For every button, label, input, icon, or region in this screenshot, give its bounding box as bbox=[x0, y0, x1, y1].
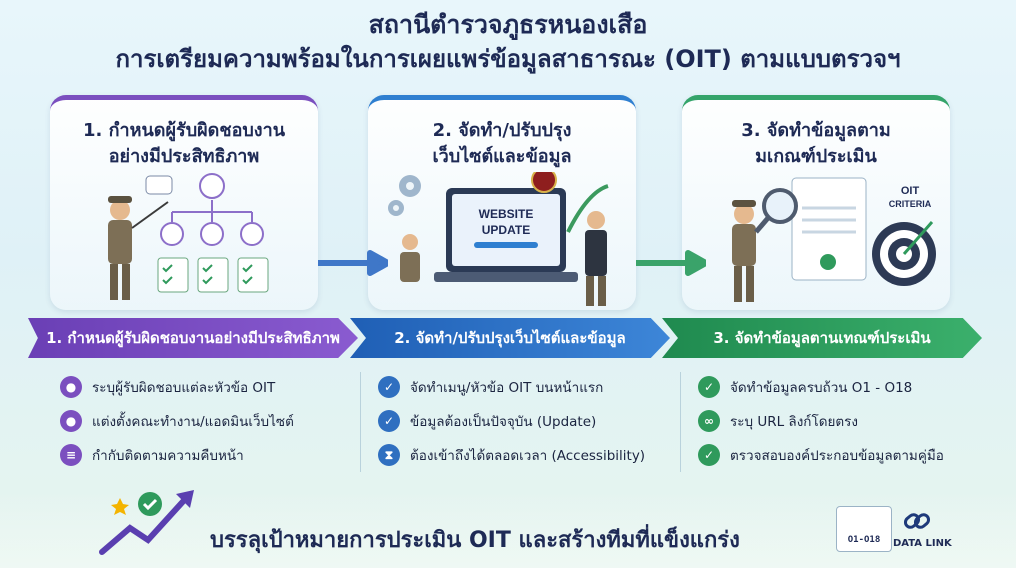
flow-arrow-icon bbox=[636, 250, 706, 276]
panel-title: 3. จัดทำข้อมูลตาม มเกณฑ์ประเมิน bbox=[682, 118, 950, 170]
page-subtitle: การเตรียมความพร้อมในการเผยแพร่ข้อมูลสาธา… bbox=[115, 45, 901, 73]
criteria-line1: OIT bbox=[901, 185, 920, 197]
org-chart-head bbox=[199, 173, 225, 199]
footer-goal-text: บรรลุเป้าหมายการประเมิน OIT และสร้างทีมท… bbox=[210, 528, 740, 553]
panel-title-line2: เว็บไซต์และข้อมูล bbox=[432, 146, 572, 167]
panel-criteria-data: 3. จัดทำข้อมูลตาม มเกณฑ์ประเมิน OIT CRIT… bbox=[682, 95, 950, 310]
list-icon: ≡ bbox=[60, 444, 82, 466]
group-icon: ● bbox=[60, 410, 82, 432]
hourglass-icon: ⧗ bbox=[378, 444, 400, 466]
star-icon bbox=[111, 498, 129, 515]
document-icon: O1-O18 bbox=[836, 506, 892, 552]
person-icon: ● bbox=[60, 376, 82, 398]
step-banner-1: 1. กำหนดผู้รับผิดชอบงานอย่างมีประสิทธิภา… bbox=[28, 318, 358, 358]
step-2-list: ✓ จัดทำเมนู/หัวข้อ OIT บนหน้าแรก ✓ ข้อมู… bbox=[378, 370, 645, 472]
criteria-illustration: OIT CRITERIA bbox=[732, 177, 936, 302]
police-badge-icon bbox=[531, 172, 557, 193]
panel-title-line1: 1. กำหนดผู้รับผิดชอบงาน bbox=[82, 120, 286, 141]
list-item-text: จัดทำเมนู/หัวข้อ OIT บนหน้าแรก bbox=[410, 380, 604, 396]
screen-line1: WEBSITE bbox=[479, 207, 534, 221]
list-item-text: แต่งตั้งคณะทำงาน/แอดมินเว็บไซต์ bbox=[92, 414, 294, 430]
panel-title-line1: 3. จัดทำข้อมูลตาม bbox=[741, 120, 891, 141]
document-icon bbox=[791, 177, 867, 281]
page-title: สถานีตำรวจภูธรหนองเสือ bbox=[368, 10, 648, 39]
panel-title-line1: 2. จัดทำ/ปรับปรุง bbox=[432, 120, 572, 141]
panel-title: 1. กำหนดผู้รับผิดชอบงาน อย่างมีประสิทธิภ… bbox=[50, 118, 318, 170]
check-badge-icon: ✓ bbox=[378, 410, 400, 432]
gear-icon bbox=[388, 175, 421, 216]
list-item-text: ข้อมูลต้องเป็นปัจจุบัน (Update) bbox=[410, 414, 597, 430]
column-divider bbox=[680, 372, 681, 472]
panel-title-line2: อย่างมีประสิทธิภาพ bbox=[108, 146, 260, 167]
list-item-text: ระบุผู้รับผิดชอบแต่ละหัวข้อ OIT bbox=[92, 380, 276, 396]
step-1-list: ● ระบุผู้รับผิดชอบแต่ละหัวข้อ OIT ● แต่ง… bbox=[60, 370, 294, 472]
growth-arrow-icon bbox=[566, 184, 609, 233]
growth-chart-icon bbox=[99, 490, 194, 555]
chain-link-icon bbox=[903, 513, 931, 529]
flow-arrow-icon bbox=[318, 250, 388, 276]
laptop-icon: WEBSITE UPDATE bbox=[434, 188, 578, 282]
data-link-label: DATA LINK bbox=[893, 538, 952, 549]
step-3-list: ✓ จัดทำข้อมูลครบถ้วน O1 - O18 ∞ ระบุ URL… bbox=[698, 370, 944, 472]
document-label: O1-O18 bbox=[847, 535, 881, 545]
list-item: ✓ ข้อมูลต้องเป็นปัจจุบัน (Update) bbox=[378, 404, 645, 438]
website-update-illustration: WEBSITE UPDATE bbox=[388, 172, 609, 306]
check-icon: ✓ bbox=[698, 376, 720, 398]
list-item: ✓ ตรวจสอบองค์ประกอบข้อมูลตามคู่มือ bbox=[698, 438, 944, 472]
list-item: ● แต่งตั้งคณะทำงาน/แอดมินเว็บไซต์ bbox=[60, 404, 294, 438]
checklist-icon bbox=[157, 257, 269, 293]
speech-bubble-icon bbox=[145, 175, 173, 195]
officer-figure bbox=[732, 200, 756, 302]
list-item-text: ต้องเข้าถึงได้ตลอดเวลา (Accessibility) bbox=[410, 448, 646, 464]
org-chart-illustration bbox=[108, 173, 269, 300]
list-item: ● ระบุผู้รับผิดชอบแต่ละหัวข้อ OIT bbox=[60, 370, 294, 404]
officer-figure bbox=[108, 196, 169, 300]
step-banner-2: 2. จัดทำ/ปรับปรุงเว็บไซต์และข้อมูล bbox=[350, 318, 670, 358]
officer-figure bbox=[400, 211, 607, 306]
list-item-text: จัดทำข้อมูลครบถ้วน O1 - O18 bbox=[730, 380, 913, 396]
check-icon: ✓ bbox=[378, 376, 400, 398]
list-item: ⧗ ต้องเข้าถึงได้ตลอดเวลา (Accessibility) bbox=[378, 438, 645, 472]
target-icon bbox=[872, 221, 936, 286]
list-item: ∞ ระบุ URL ลิงก์โดยตรง bbox=[698, 404, 944, 438]
panel-title: 2. จัดทำ/ปรับปรุง เว็บไซต์และข้อมูล bbox=[368, 118, 636, 170]
panel-title-line2: มเกณฑ์ประเมิน bbox=[755, 146, 877, 167]
panel-website-update: 2. จัดทำ/ปรับปรุง เว็บไซต์และข้อมูล WEBS… bbox=[368, 95, 636, 310]
list-item-text: ระบุ URL ลิงก์โดยตรง bbox=[730, 414, 859, 430]
list-item: ✓ จัดทำข้อมูลครบถ้วน O1 - O18 bbox=[698, 370, 944, 404]
panel-assign-responsibility: 1. กำหนดผู้รับผิดชอบงาน อย่างมีประสิทธิภ… bbox=[50, 95, 318, 310]
list-item-text: กำกับติดตามความคืบหน้า bbox=[92, 448, 244, 464]
list-item: ≡ กำกับติดตามความคืบหน้า bbox=[60, 438, 294, 472]
check-icon: ✓ bbox=[698, 444, 720, 466]
list-item: ✓ จัดทำเมนู/หัวข้อ OIT บนหน้าแรก bbox=[378, 370, 645, 404]
title-block: สถานีตำรวจภูธรหนองเสือ การเตรียมความพร้อ… bbox=[0, 8, 1016, 76]
criteria-line2: CRITERIA bbox=[889, 199, 932, 209]
screen-line2: UPDATE bbox=[482, 223, 530, 237]
magnifier-icon bbox=[754, 188, 798, 234]
step-banner-3: 3. จัดทำข้อมูลตานเทณฑ์ประเมิน bbox=[662, 318, 982, 358]
link-icon: ∞ bbox=[698, 410, 720, 432]
list-item-text: ตรวจสอบองค์ประกอบข้อมูลตามคู่มือ bbox=[730, 448, 944, 464]
column-divider bbox=[360, 372, 361, 472]
